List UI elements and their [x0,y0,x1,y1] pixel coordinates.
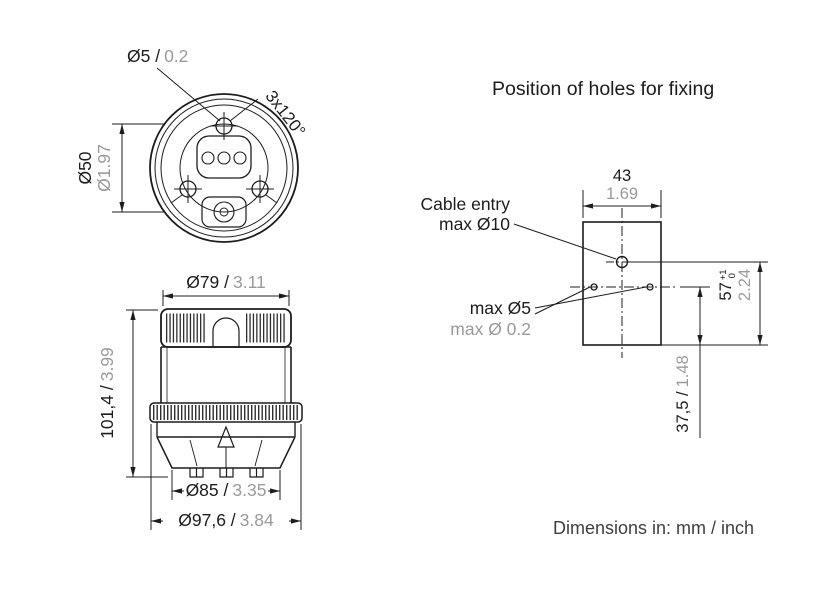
dia79-extension-lines [162,290,290,306]
body-walls [160,346,292,403]
arrowhead-down [757,335,763,345]
dia5-leader-line [156,67,221,122]
terminal-3 [233,151,247,165]
dia85-label: Ø85 /3.35 [186,480,267,500]
top-view-dimensions [112,67,259,213]
height-label: 101,4 /3.99 [97,347,117,439]
front-view-dimensions [126,290,302,530]
knurl-ring [149,402,303,423]
angle-leader-line [229,98,259,122]
dia976-extension-lines [150,424,302,530]
max5-leader-left [534,286,591,315]
arrowhead-down [697,335,703,345]
ring-2 [154,98,294,238]
cable-entry-label-line2: max Ø10 [439,214,510,234]
arrowhead-left [151,518,161,524]
cable-entry-hole [615,255,629,269]
hole-spokes [170,194,278,204]
dia50-extension-lines [112,123,164,213]
units-note: Dimensions in: mm / inch [553,518,754,538]
arrowhead-right [291,518,301,524]
fixing-view-dimensions [513,190,768,438]
arrowhead-down [119,202,125,212]
width43-extension-lines [582,190,662,218]
arrowhead-up [119,124,125,134]
height57-label-inch: 2.24 [736,269,754,301]
body-inner-lines [166,347,286,403]
page-title: Position of holes for fixing [492,78,714,100]
dia50-label-inch: Ø1.97 [94,144,114,192]
max5-label-mm: max Ø5 [470,298,531,318]
fixing-hole-right [646,283,654,291]
dia50-label-mm: Ø50 [75,151,95,184]
dia5-label: Ø5 /0.2 [127,46,188,66]
top-view [149,93,299,243]
width43-label-inch: 1.69 [606,185,638,203]
cable-entry-leader [513,223,617,260]
width43-label-mm: 43 [613,167,631,185]
arrowhead-left [583,203,593,209]
cap-dome [212,317,240,347]
mounting-feet [189,468,264,478]
dia79-label: Ø79 /3.11 [186,272,266,292]
dia85-extension-lines [171,470,281,500]
pattern-angle-label: 3x120° [261,87,309,141]
terminal-1 [201,151,215,165]
dia976-label: Ø97,6 /3.84 [178,510,274,530]
arrowhead-left [172,488,182,494]
height57-extension-lines [629,261,768,346]
max5-leader-right [534,286,647,309]
cable-entry-label-line1: Cable entry [421,194,511,214]
height57-label-mm: 57+10 [717,269,738,300]
arrowhead-left [163,293,173,299]
arrowhead-up [757,262,763,272]
fixing-hole-left-cross [174,175,202,203]
terminal-block [196,135,252,179]
cable-clamp-hole-inner [219,207,229,217]
fixing-hole-right-cross [246,175,274,203]
terminal-2 [217,151,231,165]
offset375-label: 37,5 /1.48 [674,355,692,432]
ring-3 [160,104,288,232]
cable-clamp [201,196,247,228]
arrowhead-up [697,287,703,297]
fixing-hole-top-cross [210,112,238,140]
base-inner-lines [189,439,263,467]
arrowhead-right [279,293,289,299]
lower-band [156,422,296,438]
fixing-view [570,208,676,358]
arrowhead-right [651,203,661,209]
max5-label-inch: max Ø 0.2 [450,319,531,339]
arrowhead-right [270,488,280,494]
outer-ring [149,93,299,243]
fixing-hole-left [590,283,598,291]
cable-clamp-hole [213,201,235,223]
arrowhead-up [130,310,136,320]
arrowhead-down [130,467,136,477]
front-view [149,308,303,478]
